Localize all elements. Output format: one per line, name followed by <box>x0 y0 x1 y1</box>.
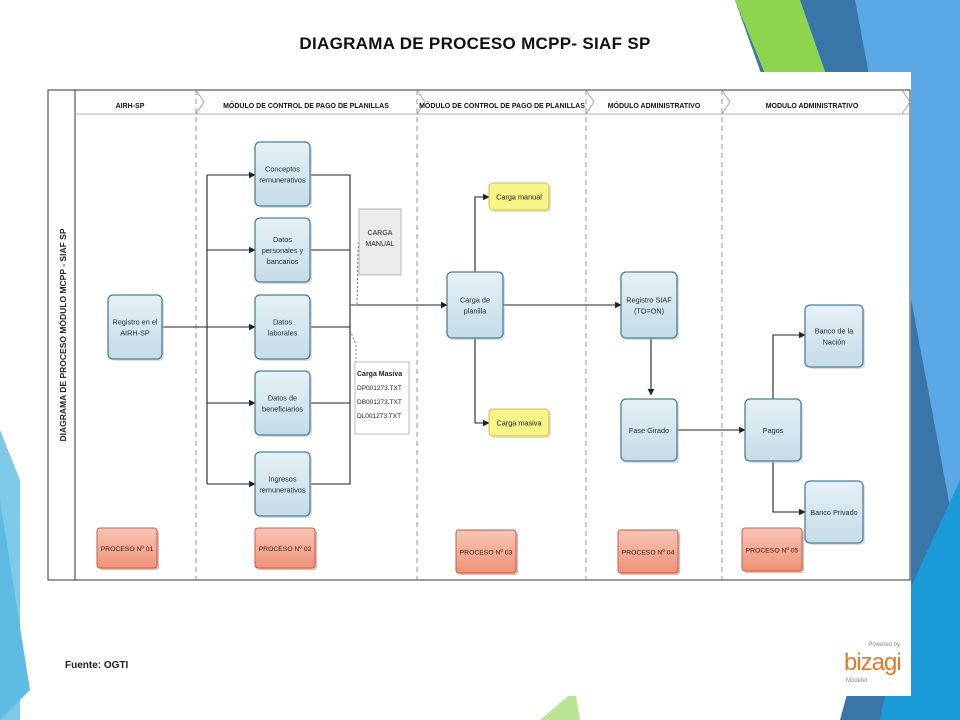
task-carga-planilla-label-1: planilla <box>464 307 488 316</box>
task-conceptos-label-0: Conceptos <box>265 165 300 174</box>
task-banco-nacion-label-1: Nación <box>823 338 846 347</box>
task-datos-beneficiarios-label-1: beneficiarios <box>262 405 303 414</box>
annotation-carga-manual: CARGA MANUAL <box>358 208 402 276</box>
annotation-carga-masiva-line-4: DL001273.TXT <box>357 413 401 420</box>
task-registro-siaf-label-0: Registro SIAF <box>626 296 672 305</box>
lane-header-mcpp-1: MÓDULO DE CONTROL DE PAGO DE PLANILLAS <box>223 101 389 110</box>
process-label-1: PROCESO Nº 01 <box>96 527 159 570</box>
task-conceptos: Conceptos remunerativos <box>254 141 312 208</box>
process-label-2-text: PROCESO Nº 02 <box>259 546 312 553</box>
task-ingresos: Ingresos remunerativos <box>254 451 312 518</box>
tasks-layer: Registro en el AIRH-SP Conceptos remunerati… <box>107 141 865 545</box>
task-banco-nacion: Banco de la Nación <box>804 304 865 369</box>
process-label-4: PROCESO Nº 04 <box>617 529 680 575</box>
event-carga-manual-event-label: Carga manual <box>496 193 542 202</box>
process-label-2: PROCESO Nº 02 <box>254 527 317 570</box>
task-registro-siaf: Registro SIAF (TO=ON) <box>620 271 679 340</box>
connectors <box>162 171 806 516</box>
process-label-5: PROCESO Nº 05 <box>741 527 804 573</box>
task-datos-beneficiarios: Datos de beneficiarios <box>254 370 312 437</box>
task-registro-label-0: Registro en el <box>112 318 157 327</box>
task-banco-privado-label-0: Banco Privado <box>810 508 857 517</box>
annotation-carga-masiva-line-2: DP001273.TXT <box>357 385 402 392</box>
process-label-1-text: PROCESO Nº 01 <box>101 546 154 553</box>
source-note: Fuente: OGTI <box>65 660 129 671</box>
task-registro: Registro en el AIRH-SP <box>107 294 164 361</box>
logo-modeler-text: Modeler <box>846 678 868 684</box>
task-pagos-label-0: Pagos <box>763 426 784 435</box>
task-ingresos-label-0: Ingresos <box>269 475 297 484</box>
logo-powered-text: Powered by <box>868 642 900 648</box>
task-ingresos-label-1: remunerativos <box>259 486 306 495</box>
lane-header-adm-1: MÓDULO ADMINISTRATIVO <box>608 101 701 110</box>
pool-vertical-title: DIAGRAMA DE PROCESO MÓDULO MCPP - SIAF S… <box>57 228 68 441</box>
task-fase-girado-label-0: Fase Girado <box>629 426 669 435</box>
task-datos-personales-label-2: bancarios <box>267 257 299 266</box>
event-carga-masiva-event: Carga masiva <box>488 408 551 438</box>
event-carga-masiva-event-label: Carga masiva <box>496 419 542 428</box>
task-pagos: Pagos <box>744 398 803 463</box>
lane-header-airh: AIRH-SP <box>116 103 145 110</box>
task-datos-laborales-label-1: laborales <box>268 329 298 338</box>
process-label-4-text: PROCESO Nº 04 <box>622 550 675 557</box>
task-carga-planilla: Carga de planilla <box>446 271 505 340</box>
task-banco-privado: Banco Privado <box>804 480 865 545</box>
annotation-carga-manual-line-1: CARGA <box>368 230 393 237</box>
process-label-3: PROCESO Nº 03 <box>455 529 518 575</box>
annotation-carga-masiva: Carga Masiva DP001273.TXT DB001273.TXT D… <box>354 361 410 435</box>
annotation-carga-masiva-line-1: Carga Masiva <box>357 371 402 378</box>
task-banco-nacion-label-0: Banco de la <box>815 327 854 336</box>
task-datos-beneficiarios-label-0: Datos de <box>268 394 297 403</box>
lane-headers: AIRH-SP MÓDULO DE CONTROL DE PAGO DE PLA… <box>116 101 859 110</box>
task-datos-laborales-label-0: Datos <box>273 318 292 327</box>
slide-title: DIAGRAMA DE PROCESO MCPP- SIAF SP <box>299 34 651 53</box>
process-labels-layer: PROCESO Nº 01 PROCESO Nº 02 PROCESO Nº 03 P… <box>96 527 804 575</box>
task-datos-personales: Datos personales y bancarios <box>254 217 312 284</box>
bizagi-logo: Powered by bizagi Modeler <box>840 640 906 688</box>
lane-header-mcpp-2: MÓDULO DE CONTROL DE PAGO DE PLANILLAS <box>419 101 585 110</box>
annotation-carga-manual-line-2: MANUAL <box>365 241 394 248</box>
process-label-3-text: PROCESO Nº 03 <box>460 550 513 557</box>
task-registro-siaf-label-1: (TO=ON) <box>634 307 664 316</box>
task-registro-label-1: AIRH-SP <box>120 329 150 338</box>
task-carga-planilla-label-0: Carga de <box>460 296 490 305</box>
event-carga-manual-event: Carga manual <box>488 182 551 212</box>
lane-header-adm-2: MODULO ADMINISTRATIVO <box>766 103 859 110</box>
task-conceptos-label-1: remunerativos <box>259 176 306 185</box>
task-datos-personales-label-1: personales y <box>262 246 304 255</box>
task-datos-personales-label-0: Datos <box>273 235 292 244</box>
process-label-5-text: PROCESO Nº 05 <box>746 548 799 555</box>
annotation-carga-masiva-line-3: DB001273.TXT <box>357 399 402 406</box>
logo-wordmark: bizagi <box>844 649 902 676</box>
task-datos-laborales: Datos laborales <box>254 294 312 361</box>
task-fase-girado: Fase Girado <box>620 398 679 463</box>
